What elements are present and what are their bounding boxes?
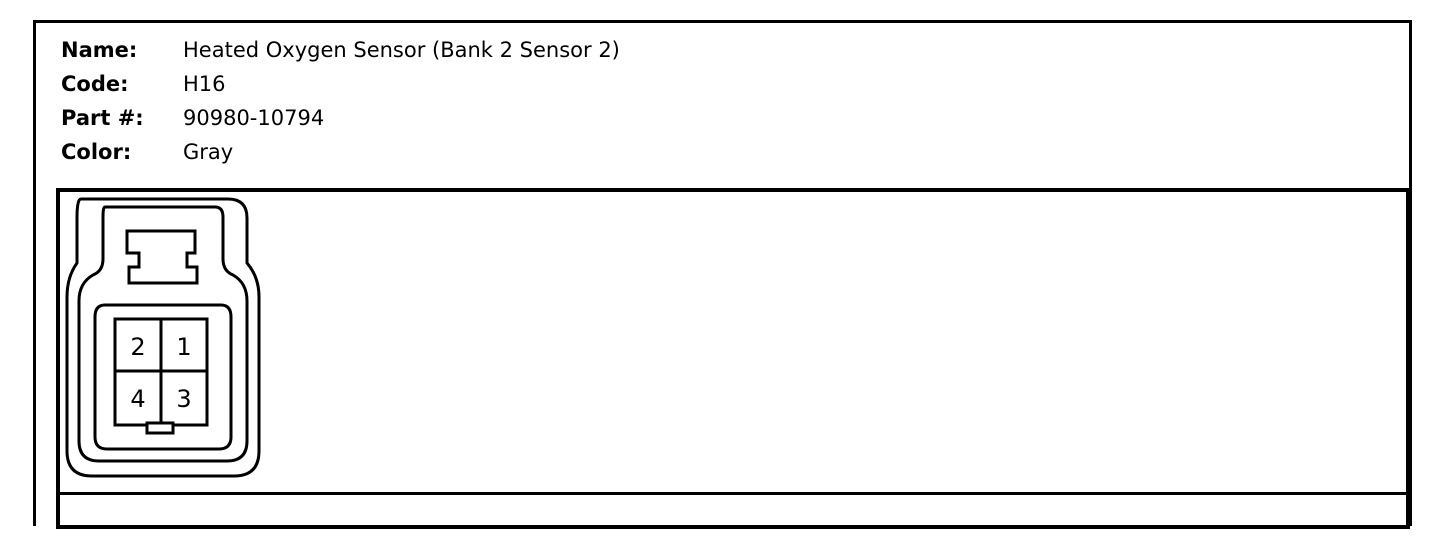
connector-housing-outer (65, 197, 261, 478)
color-row: Color: Gray (61, 135, 620, 169)
name-row: Name: Heated Oxygen Sensor (Bank 2 Sensor… (61, 33, 620, 67)
part-number-value: 90980-10794 (183, 106, 325, 130)
code-label: Code: (61, 72, 129, 96)
code-row: Code: H16 (61, 67, 620, 101)
pin-1-label: 1 (176, 333, 191, 361)
color-value: Gray (183, 140, 234, 164)
connector-face-diagram: 2 1 4 3 (65, 197, 261, 478)
keying-tab (145, 421, 175, 435)
connector-latch (125, 229, 199, 285)
code-value: H16 (183, 72, 226, 96)
name-label: Name: (61, 38, 138, 62)
color-label: Color: (61, 140, 132, 164)
pin-2-label: 2 (130, 333, 145, 361)
connector-housing-inner (77, 205, 249, 463)
part-number-label: Part #: (61, 106, 144, 130)
connector-diagram-panel: 2 1 4 3 (56, 188, 1410, 529)
pin-4-label: 4 (130, 385, 145, 413)
part-number-row: Part #: 90980-10794 (61, 101, 620, 135)
connector-info-card: Name: Heated Oxygen Sensor (Bank 2 Sensor… (33, 20, 1412, 529)
pin-3-label: 3 (176, 385, 191, 413)
name-value: Heated Oxygen Sensor (Bank 2 Sensor 2) (183, 38, 620, 62)
cavity-block-outline (93, 303, 233, 451)
connector-info: Name: Heated Oxygen Sensor (Bank 2 Sensor… (61, 33, 620, 169)
panel-divider (60, 492, 1406, 495)
